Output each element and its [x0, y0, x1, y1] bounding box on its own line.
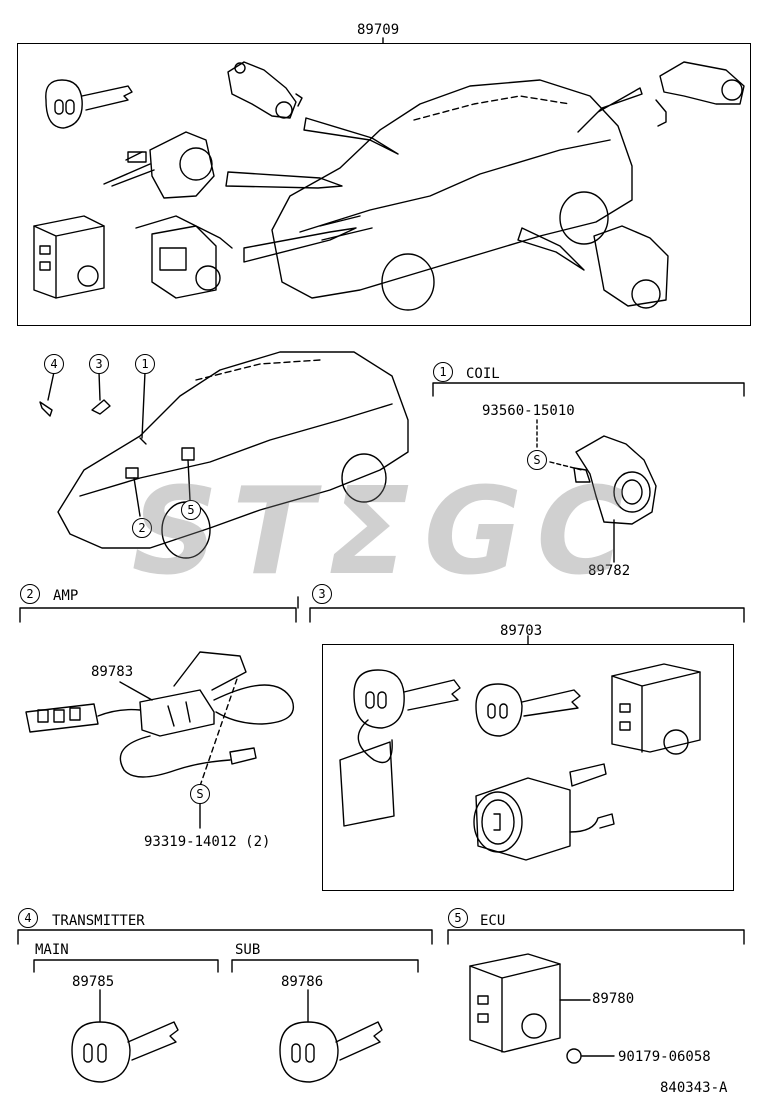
locator-marker-2: 2: [132, 518, 152, 538]
amp-part-number: 89783: [91, 664, 134, 680]
lock-set-section-number: 3: [312, 584, 332, 604]
lock-set-part-number: 89703: [500, 623, 543, 639]
lock-set-ecu-box: [611, 663, 701, 755]
top-arrows: [225, 87, 643, 271]
coil-section-title: COIL: [466, 366, 500, 382]
top-key-drawing: [45, 79, 133, 129]
amp-section-title: AMP: [53, 588, 79, 604]
amp-s-mark: S: [190, 784, 210, 804]
locator-marker-5: 5: [181, 500, 201, 520]
ecu-part-number: 89780: [592, 991, 635, 1007]
transmitter-main-title: MAIN: [35, 942, 69, 958]
locator-marker-4: 4: [44, 354, 64, 374]
top-lock-cylinder-1: [227, 61, 303, 119]
transmitter-sub-part-number: 89786: [281, 974, 324, 990]
amp-section-number: 2: [20, 584, 40, 604]
locator-marker-1: 1: [135, 354, 155, 374]
lock-set-cylinder: [473, 763, 615, 861]
top-car-outline: [271, 79, 633, 311]
coil-screw-part-number: 93560-15010: [482, 403, 575, 419]
amp-part-drawing: [25, 651, 294, 778]
top-lock-cylinder-2: [655, 61, 745, 127]
top-ignition-switch: [103, 131, 215, 199]
transmitter-main-part-number: 89785: [72, 974, 115, 990]
transmitter-sub-key: [279, 1021, 383, 1083]
coil-section-number: 1: [433, 362, 453, 382]
top-ecu-box: [33, 215, 105, 299]
transmitter-section-title: TRANSMITTER: [52, 913, 145, 929]
top-group-part-number: 89709: [357, 22, 400, 38]
coil-s-mark: S: [527, 450, 547, 470]
transmitter-main-key: [71, 1021, 179, 1083]
amp-screw-part-number: 93319-14012 (2): [144, 834, 271, 850]
lock-set-keys: [339, 669, 581, 827]
locator-car-outline: [57, 351, 409, 559]
top-group-frame: [17, 43, 751, 326]
lock-set-frame: [322, 644, 734, 891]
coil-part-drawing: [573, 435, 657, 525]
diagram-code: 840343-A: [660, 1080, 728, 1096]
ecu-section-number: 5: [448, 908, 468, 928]
transmitter-section-number: 4: [18, 908, 38, 928]
top-lock-cylinder-3: [593, 225, 669, 309]
transmitter-sub-title: SUB: [235, 942, 261, 958]
ecu-bolt-part-number: 90179-06058: [618, 1049, 711, 1065]
coil-part-number: 89782: [588, 563, 631, 579]
locator-marker-3: 3: [89, 354, 109, 374]
ecu-section-title: ECU: [480, 913, 506, 929]
top-amp-module: [135, 215, 233, 299]
ecu-part-drawing: [469, 953, 582, 1064]
watermark: STƩGC: [131, 463, 639, 602]
